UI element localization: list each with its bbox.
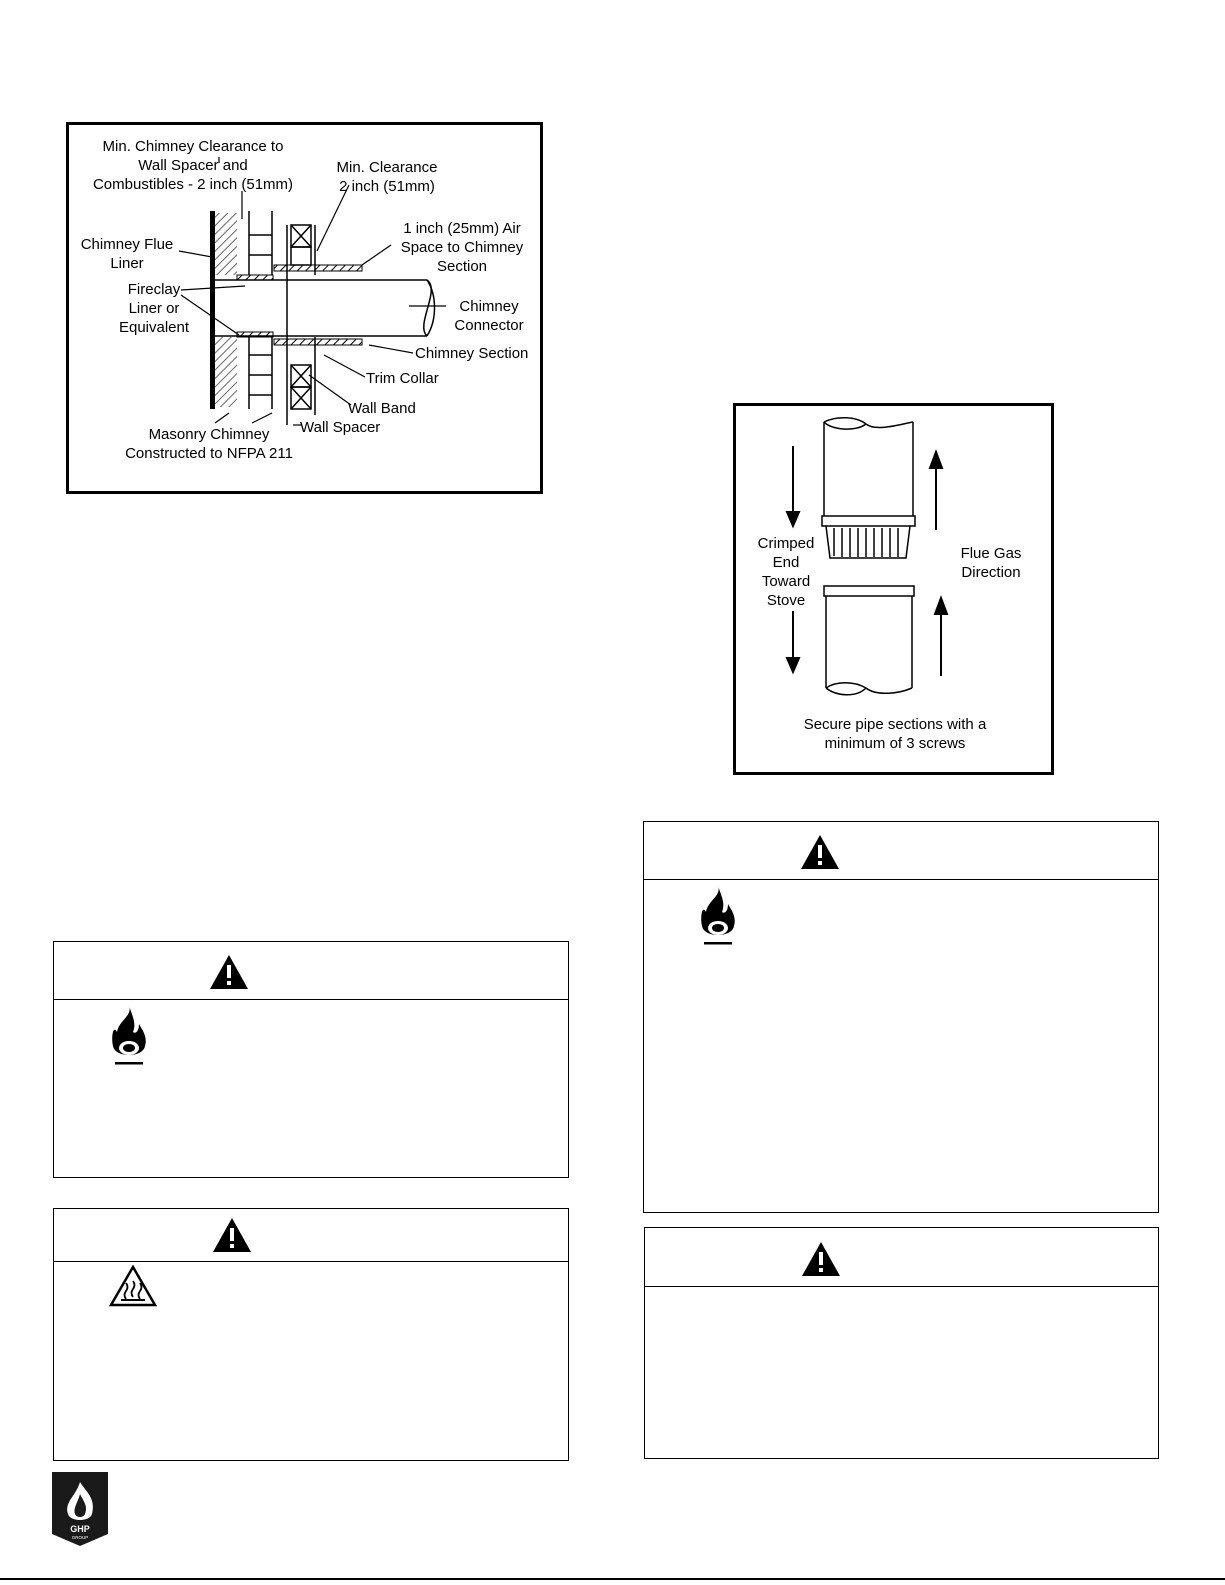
warning-box-hot-left <box>53 1208 569 1461</box>
warning-box-fire-left <box>53 941 569 1178</box>
warning-triangle-icon <box>801 835 839 869</box>
svg-text:GROUP: GROUP <box>72 1535 89 1540</box>
label-wall-spacer: Wall Spacer <box>300 419 381 436</box>
label-flue-gas-direction: Flue Gas Direction <box>960 545 1022 581</box>
chimney-connection-diagram: Min. Chimney Clearance to Wall Spacer an… <box>66 122 543 494</box>
hot-surface-icon <box>109 1265 157 1307</box>
warning-box-fire-right <box>643 821 1159 1213</box>
warning-box-right <box>644 1227 1159 1459</box>
pipe-orientation-diagram: Crimped End Toward Stove Flue Gas Direct… <box>733 403 1054 775</box>
flammable-fire-icon <box>112 1005 146 1065</box>
warning-header <box>54 942 568 1000</box>
warning-header <box>54 1209 568 1262</box>
label-min-clearance: Min. Clearance 2 inch (51mm) <box>336 159 438 195</box>
warning-triangle-icon <box>210 955 248 989</box>
ghp-group-logo: GHP GROUP <box>52 1472 108 1546</box>
chimney-diagram-drawing <box>178 157 446 426</box>
pipe-diagram-drawing <box>785 417 949 696</box>
footer-rule <box>0 1578 1225 1580</box>
label-secure-note: Secure pipe sections with a minimum of 3… <box>803 716 987 752</box>
warning-triangle-icon <box>213 1218 251 1252</box>
label-fireclay-liner: Fireclay Liner or Equivalent <box>118 281 190 336</box>
label-masonry-chimney: Masonry Chimney Constructed to NFPA 211 <box>125 426 293 462</box>
label-chimney-connector: Chimney Connector <box>454 298 524 334</box>
warning-triangle-icon <box>802 1242 840 1276</box>
label-air-space: 1 inch (25mm) Air Space to Chimney Secti… <box>400 220 524 275</box>
label-trim-collar: Trim Collar <box>366 370 439 387</box>
label-wall-band: Wall Band <box>348 400 416 417</box>
flammable-fire-icon <box>701 885 735 945</box>
warning-header <box>645 1228 1158 1287</box>
label-crimped-end: Crimped End Toward Stove <box>757 535 815 609</box>
label-chimney-section: Chimney Section <box>415 345 529 362</box>
warning-header <box>644 822 1158 880</box>
label-chimney-flue-liner: Chimney Flue Liner <box>80 236 174 272</box>
label-min-chimney-clearance: Min. Chimney Clearance to Wall Spacer an… <box>92 138 294 193</box>
svg-text:GHP: GHP <box>70 1524 90 1534</box>
